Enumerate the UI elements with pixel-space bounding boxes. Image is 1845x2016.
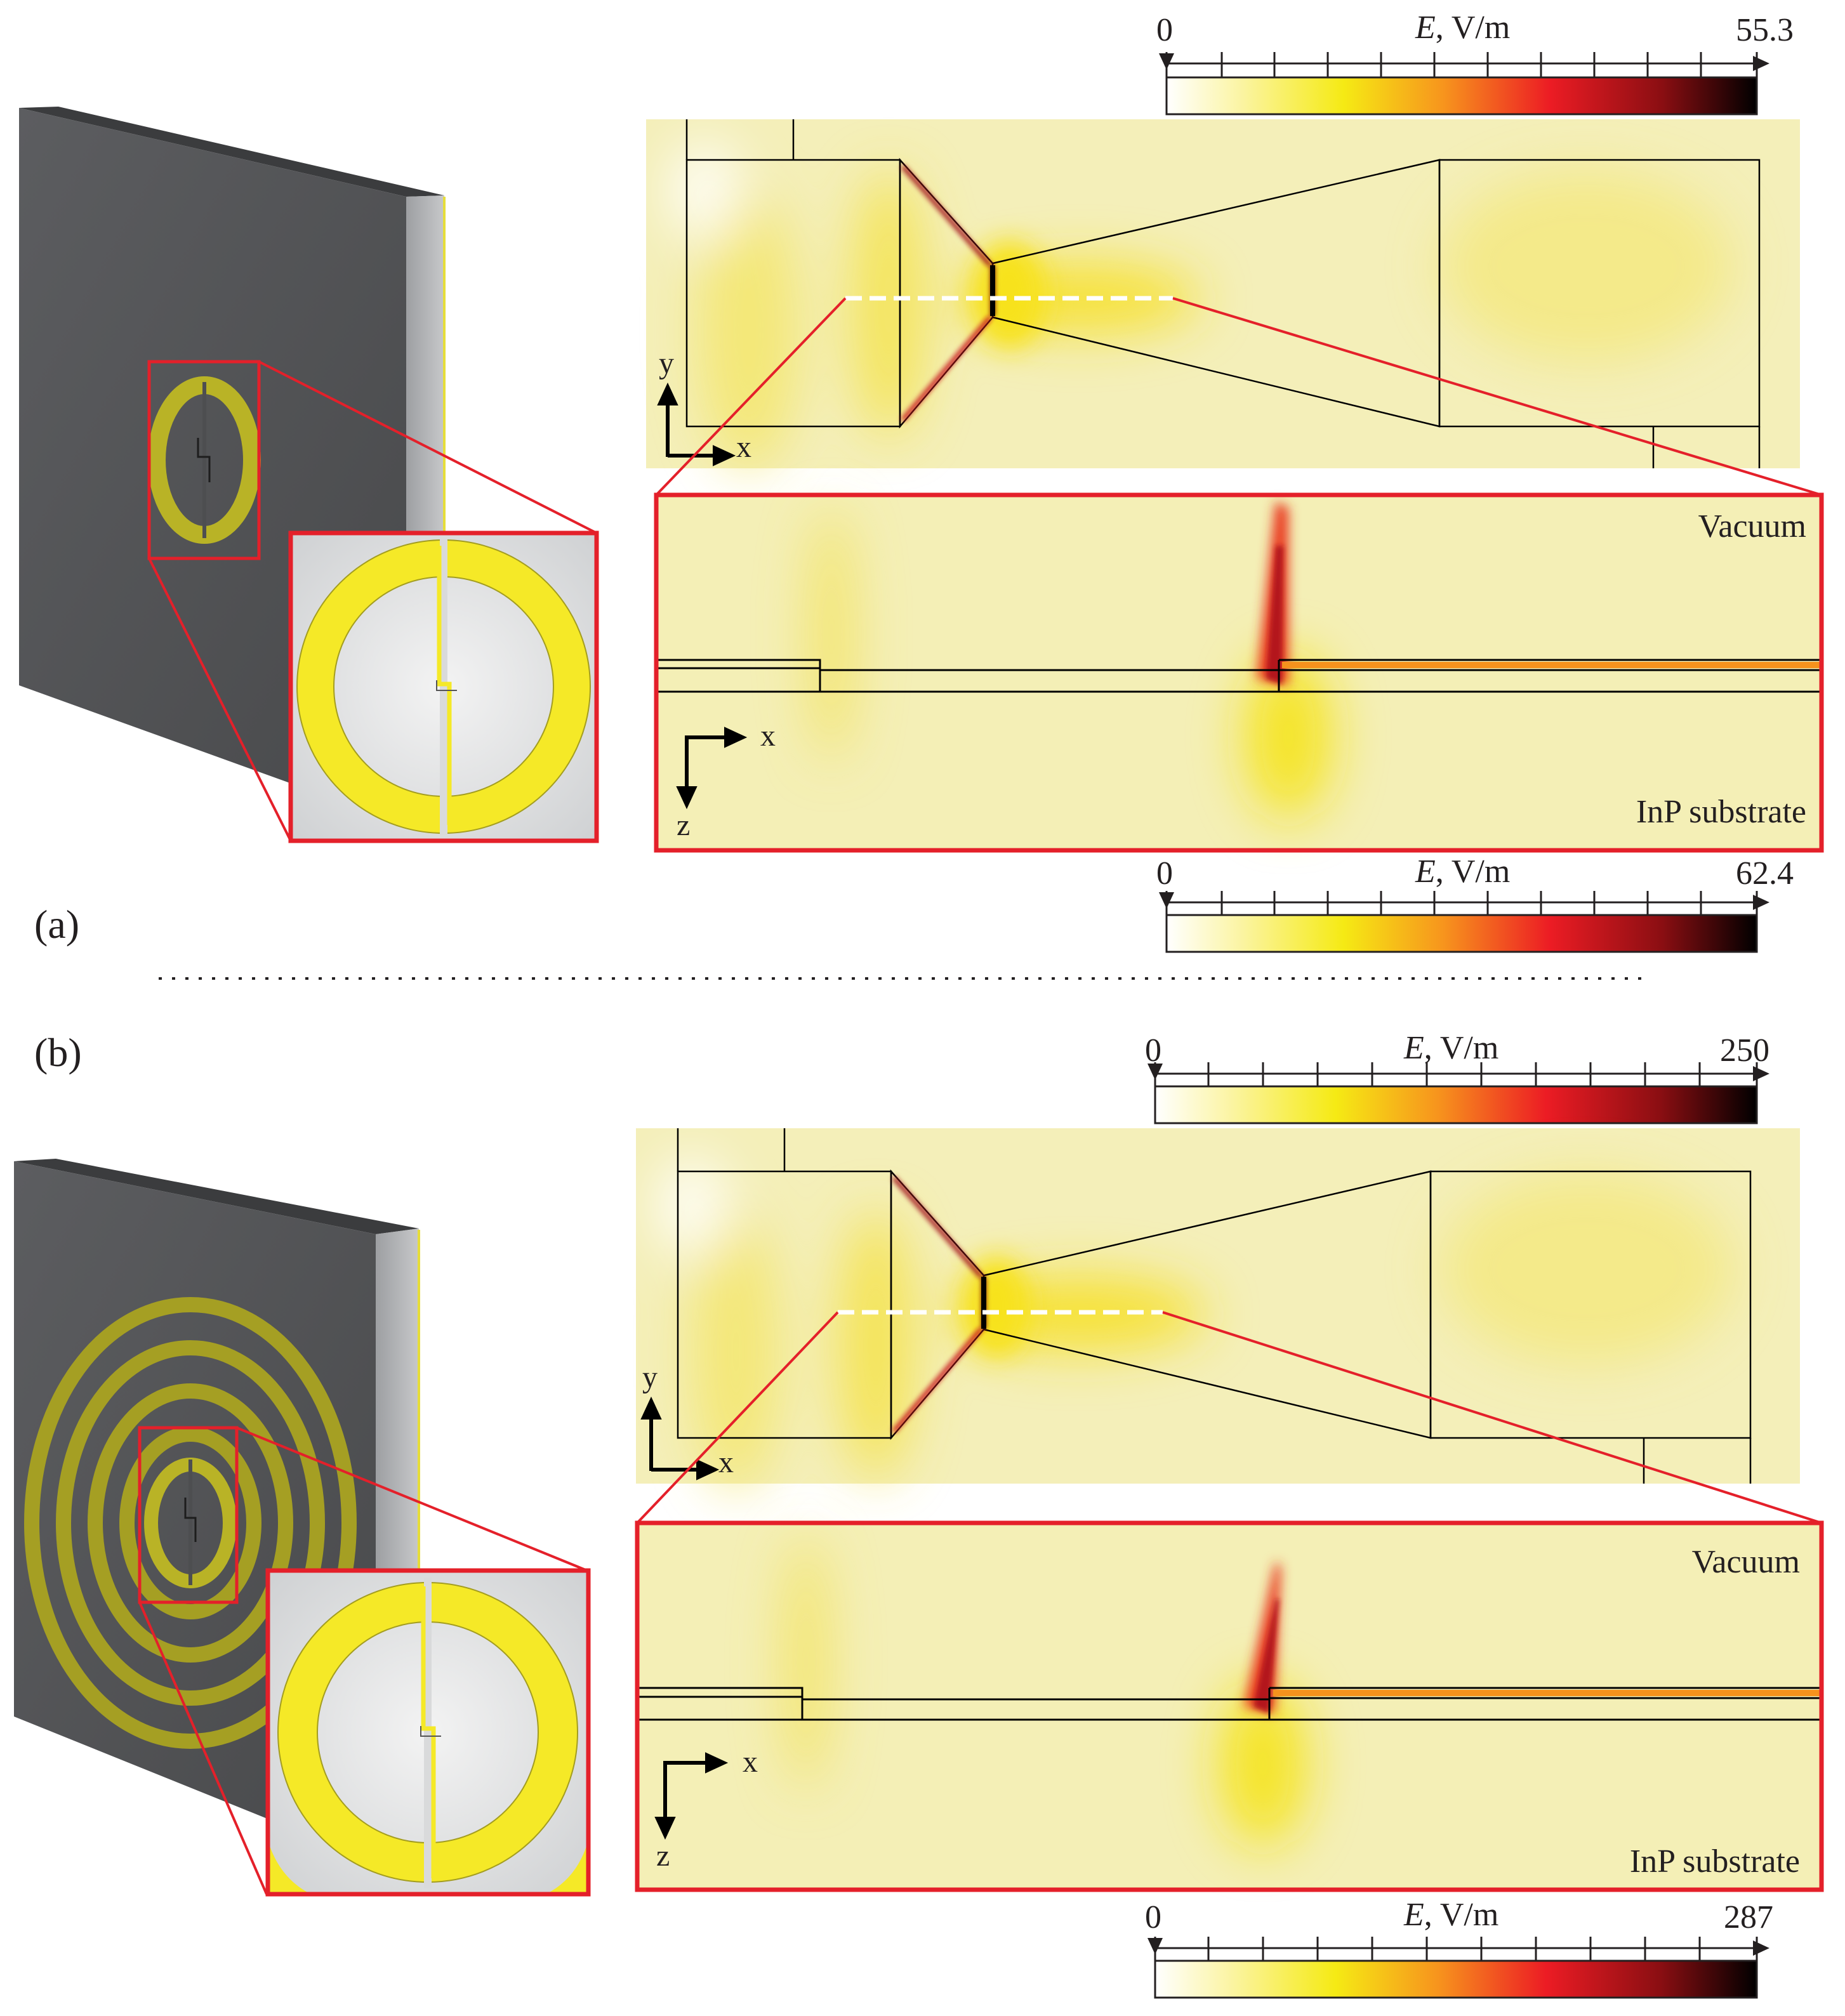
colorbar-b-bottom: 0 E, V/m 287	[1145, 1897, 1773, 1999]
zoom-box-a	[147, 360, 261, 560]
axis-x-label-a2: x	[760, 719, 776, 753]
colorbar-a-bottom-title: E, V/m	[1415, 853, 1510, 890]
colorbar-b-bottom-max: 287	[1724, 1899, 1773, 1935]
axes-xz-a	[676, 727, 748, 810]
ring-antenna-a	[148, 376, 261, 544]
axis-z-label-a: z	[677, 808, 690, 842]
colorbar-a-top-max: 55.3	[1736, 12, 1794, 48]
region-substrate-a: InP substrate	[1636, 794, 1806, 830]
axis-x-label-b2: x	[743, 1745, 758, 1779]
region-substrate-b: InP substrate	[1630, 1843, 1800, 1880]
colorbar-a-bottom-max: 62.4	[1736, 855, 1794, 892]
zoom-box-b	[138, 1426, 239, 1604]
region-vacuum-b: Vacuum	[1692, 1544, 1800, 1580]
colorbar-b-top-title: E, V/m	[1403, 1030, 1498, 1066]
axes-xy-a	[657, 382, 736, 466]
axes-xy-b	[640, 1396, 720, 1480]
inset-ring-b	[265, 1568, 591, 1897]
axis-x-label-b: x	[718, 1446, 734, 1479]
spiral-antenna-b	[24, 1297, 357, 1749]
colorbar-a-top: 0 E, V/m 55.3	[1156, 10, 1794, 115]
panel-label-a: (a)	[34, 902, 79, 947]
panel-a: 0 E, V/m 55.3	[19, 10, 1824, 953]
axis-x-label-a: x	[736, 430, 751, 464]
colorbar-a-top-ticks	[1165, 52, 1758, 77]
colorbar-a-bottom: 0 E, V/m 62.4	[1156, 853, 1794, 953]
axis-y-label-a: y	[659, 346, 674, 380]
region-vacuum-a: Vacuum	[1698, 508, 1806, 544]
colorbar-a-top-min: 0	[1156, 12, 1173, 48]
colorbar-b-bottom-min: 0	[1145, 1899, 1161, 1935]
field-map-xy-a: y x	[646, 119, 1800, 470]
colorbar-a-top-title: E, V/m	[1415, 10, 1510, 46]
field-map-xy-b: y x	[636, 1128, 1800, 1491]
colorbar-a-bottom-ticks	[1165, 891, 1758, 915]
colorbar-b-top-max: 250	[1720, 1032, 1769, 1069]
panel-label-b: (b)	[34, 1030, 82, 1075]
axis-y-label-b: y	[642, 1360, 658, 1394]
field-map-xz-a: Vacuum InP substrate x z	[654, 492, 1824, 853]
panel-b: (b)	[14, 1030, 1824, 1999]
colorbar-b-bottom-title: E, V/m	[1403, 1897, 1498, 1933]
colorbar-b-top: 0 E, V/m 250	[1145, 1030, 1769, 1124]
inset-ring-a	[288, 530, 599, 843]
colorbar-a-bottom-min: 0	[1156, 855, 1173, 892]
axes-xz-b	[654, 1752, 729, 1840]
colorbar-b-top-ticks	[1154, 1062, 1758, 1086]
axis-z-label-b: z	[656, 1839, 670, 1873]
field-map-xz-b: Vacuum InP substrate x z	[635, 1520, 1824, 1892]
colorbar-b-top-min: 0	[1145, 1032, 1161, 1069]
